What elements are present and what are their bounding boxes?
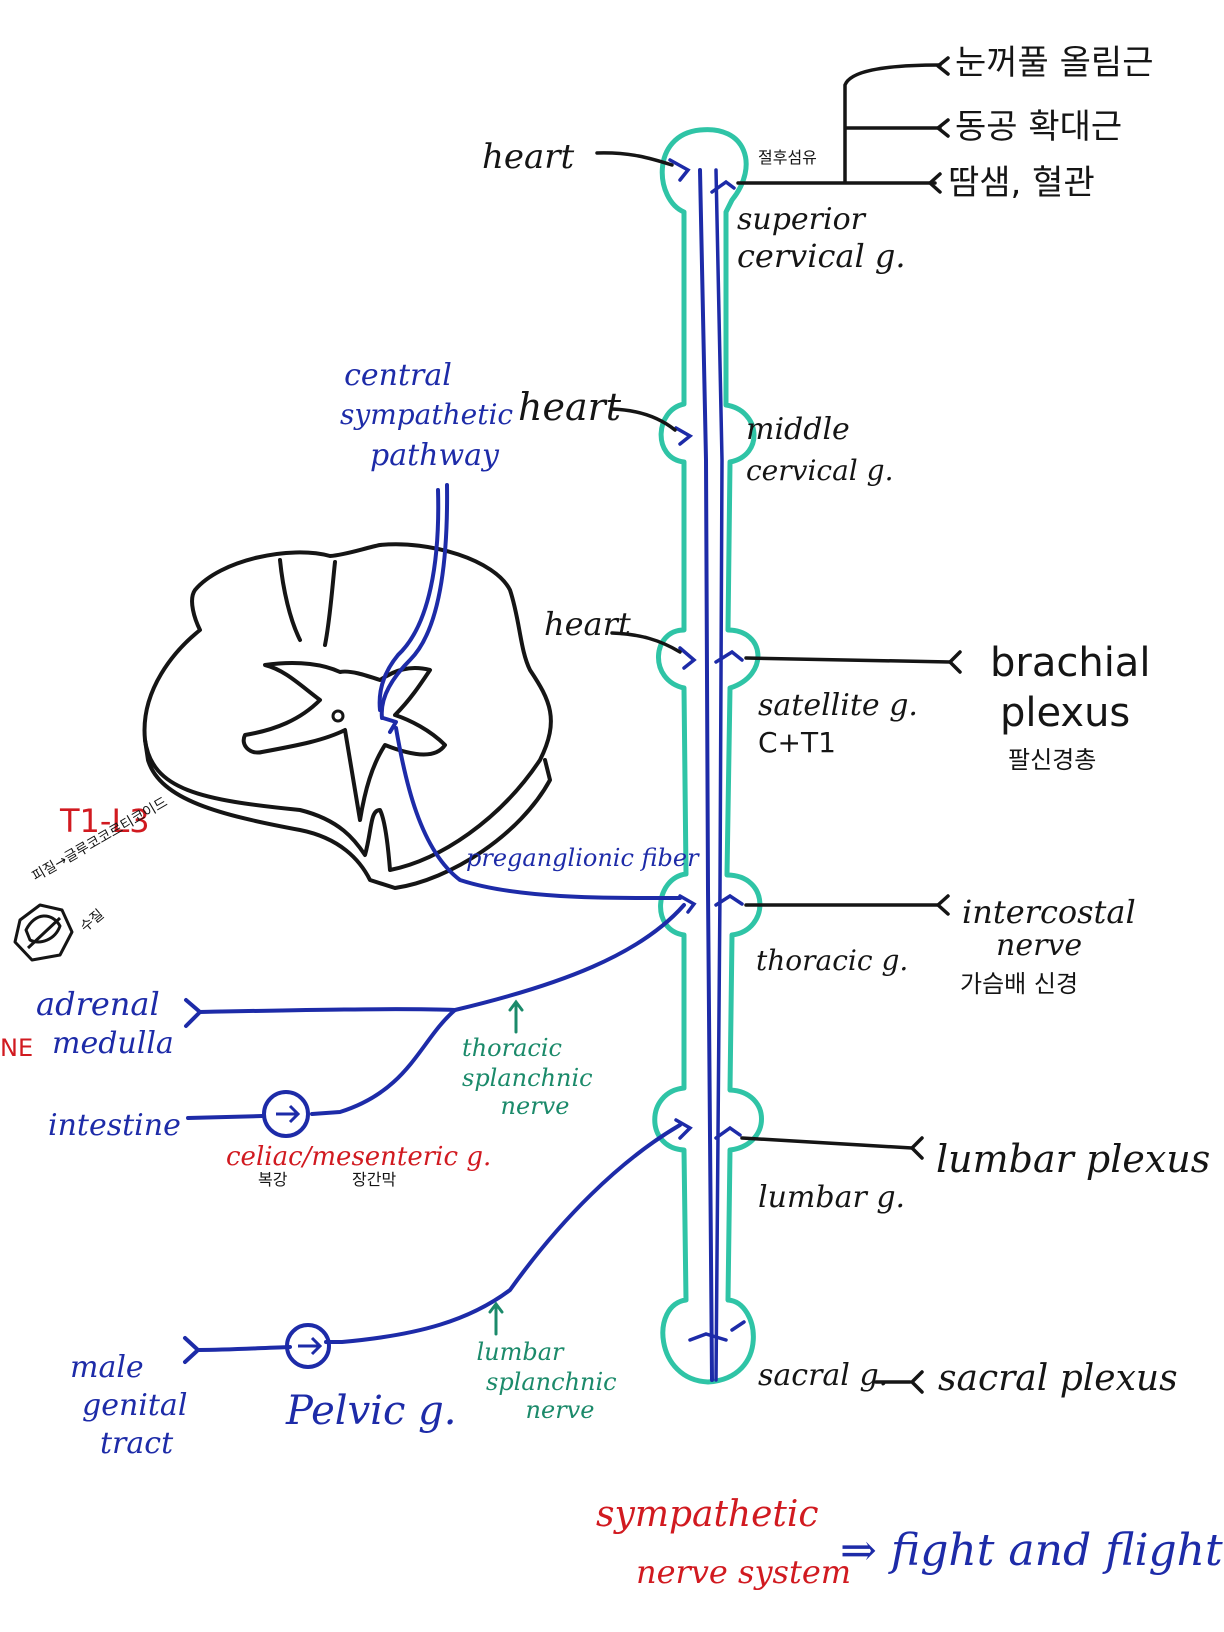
label-brachial-kr: 팔신경총 [1008,746,1097,774]
arrow-lumbar-plexus [910,1136,924,1160]
intestine-line [186,1114,264,1120]
label-celiac: celiac/mesenteric g. [226,1142,492,1172]
label-thoracic-splanchnic-1: thoracic [462,1034,562,1062]
label-heart-top: heart [482,137,575,177]
label-central-3: pathway [370,438,499,473]
label-superior-cervical-2: cervical g. [737,237,906,275]
label-sacral-g: sacral g. [758,1358,889,1393]
label-pelvic-g: Pelvic g. [286,1388,457,1434]
label-adrenal-2: medulla [52,1026,174,1061]
label-brachial-2: plexus [1000,690,1131,736]
male-genital-line [196,1345,292,1352]
label-sweat-kr: 땀샘, 혈관 [948,163,1095,203]
central-pathway-line [379,483,450,720]
label-fight-flight: ⇒ fight and flight [840,1525,1223,1576]
line-lumbar-plexus [740,1136,914,1150]
lumbar-splanchnic-line [324,1123,682,1344]
label-intercostal-kr: 가슴배 신경 [960,970,1079,998]
label-stellate-2: C+T1 [758,726,836,759]
celiac-ganglion-mark [276,1104,301,1124]
label-adrenal-1: adrenal [36,985,160,1023]
label-sacral-plexus: sacral plexus [938,1358,1178,1399]
label-lumbar-splanchnic-3: nerve [525,1396,595,1424]
arrow-sweat [928,172,942,194]
central-pathway-line-2 [377,488,441,712]
sympathetic-chain-outline [652,127,764,1385]
preganglionic-tip [381,716,398,734]
celiac-ganglion-circle [262,1090,310,1138]
label-stellate-1: satellite g. [758,688,918,723]
line-heart-middle [610,407,677,432]
line-heart-top [595,151,674,167]
arrow-eyelid [936,56,950,76]
label-male-2: genital [82,1388,188,1423]
arrow-intercostal [936,894,950,916]
label-lumbar-plexus: lumbar plexus [936,1137,1211,1181]
male-genital-arrow [183,1336,200,1364]
chain-blue-fiber [698,168,714,1382]
adrenal-gland-sketch [13,903,74,962]
label-central-2: sympathetic [340,398,514,431]
spinal-cord-depth-edge [143,738,552,890]
arrow-pupil [936,118,950,138]
label-ne: NE [0,1034,34,1062]
label-lumbar-splanchnic-1: lumbar [476,1338,564,1366]
label-thoracic-g: thoracic g. [756,944,909,977]
label-system-1: sympathetic [596,1494,819,1535]
label-celiac-kr-right: 장간막 [352,1170,397,1189]
line-superior-targets [736,63,942,185]
label-celiac-kr-left: 복강 [258,1170,288,1189]
pelvic-ganglion-mark [298,1336,323,1356]
line-brachial [744,656,952,664]
label-eyelid-kr: 눈꺼풀 올림근 [955,43,1154,83]
label-male-1: male [70,1350,144,1385]
chain-blue-fiber-2 [714,168,724,1382]
label-lumbar-g: lumbar g. [758,1180,906,1215]
blue-fiber-pathways [183,483,686,1364]
central-canal [331,709,345,723]
label-heart-stellate: heart [544,605,631,643]
preganglionic-fiber-line [394,726,682,901]
pelvic-ganglion-circle [285,1323,331,1369]
label-intercostal-2: nerve [996,928,1083,963]
green-arrows [488,999,524,1336]
label-t1-l3: T1-L3 [60,802,150,840]
arrow-sacral [910,1370,924,1394]
spinal-cord-section [142,542,553,890]
label-thoracic-splanchnic-3: nerve [500,1092,570,1120]
label-pupil-kr: 동공 확대근 [955,107,1123,147]
arrow-brachial [948,650,962,674]
black-connector-lines [595,56,962,1394]
label-superior-cervical-1: superior [737,202,866,237]
label-lumbar-splanchnic-2: splanchnic [486,1368,617,1396]
label-intercostal-1: intercostal [962,893,1136,931]
label-heart-middle: heart [518,385,622,429]
label-preganglionic: preganglionic fiber [466,844,699,872]
spinal-cord-outline [142,542,553,872]
label-middle-cervical-1: middle [746,412,850,447]
line-heart-stellate [610,631,682,654]
label-system-2: nerve system [636,1553,852,1591]
ganglion-synapse-marks [668,158,746,1342]
label-brachial-1: brachial [990,640,1151,686]
label-postganglionic-kr: 절후섬유 [758,148,817,167]
label-thoracic-splanchnic-2: splanchnic [462,1064,593,1092]
label-male-3: tract [100,1426,174,1461]
adrenal-arrow [184,998,202,1028]
gray-matter-butterfly [241,661,447,822]
label-intestine: intestine [48,1108,181,1143]
label-middle-cervical-2: cervical g. [746,454,894,487]
adrenal-line [198,1007,457,1014]
posterior-horn-lines [278,558,337,647]
label-central-1: central [344,358,452,393]
